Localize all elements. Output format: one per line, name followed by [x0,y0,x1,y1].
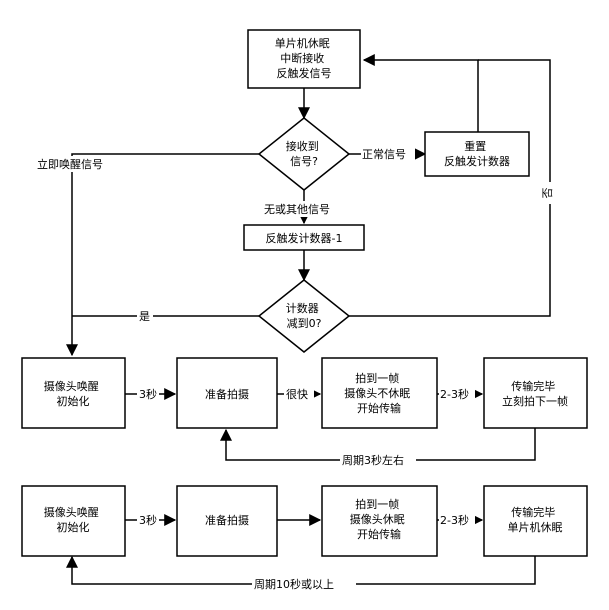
edge-immediate-wake [66,153,259,357]
label-row2-period: 周期10秒或以上 [254,577,334,591]
row2-camera-wake-text: 摄像头唤醒 初始化 [44,505,103,534]
sleep-interrupt-text: 单片机休眠 中断接收 反触发信号 [275,36,334,80]
row1-prepare-box [176,357,278,429]
row2-prepare-box [176,485,278,557]
row1-capture-box [321,357,438,429]
edge-reset-to-sleep [362,54,479,132]
nodes: 单片机休眠 中断接收 反触发信号 接收到 信号? 重置 反触发计数器 反触发计数… [21,29,588,557]
row1-camera-wake-box [21,357,126,429]
row1-prepare-text: 准备拍摄 [205,387,249,401]
row2-transfer-box [483,485,588,557]
label-row1-3s: 3秒 [139,387,157,401]
row2-capture-box [321,485,438,557]
row1-camera-wake-text: 摄像头唤醒 初始化 [44,379,103,408]
reset-counter-box [424,131,530,177]
reset-counter-text: 重置 反触发计数器 [444,139,510,168]
row1-transfer-text: 传输完毕 立刻拍下一帧 [502,379,568,408]
label-row2-2-3s: 2-3秒 [440,513,469,527]
label-normal-signal: 正常信号 [362,148,406,161]
counter-decrement-box [243,224,365,251]
counter-zero-text: 计数器 减到0? [286,302,323,330]
received-decision-diamond [257,117,351,191]
received-decision-text: 接收到 信号? [286,139,323,168]
sleep-interrupt-box [247,29,361,89]
label-row1-2-3s: 2-3秒 [440,387,469,401]
label-immediate-wake: 立即唤醒信号 [37,157,103,171]
row2-capture-text: 拍到一帧 摄像头休眠 开始传输 [350,497,409,541]
label-no: 否 [541,188,554,199]
label-yes: 是 [139,310,150,323]
edge-labels: 立即唤醒信号 正常信号 无或其他信号 是 否 3秒 很快 2-3秒 周期3秒左右… [36,146,558,592]
counter-decrement-text: 反触发计数器-1 [266,231,343,245]
label-none-or-other: 无或其他信号 [264,203,330,216]
label-row1-period: 周期3秒左右 [342,453,404,467]
label-row1-fast: 很快 [286,387,308,401]
row1-capture-text: 拍到一帧 摄像头不休眠 开始传输 [344,371,414,415]
row2-prepare-text: 准备拍摄 [205,513,249,527]
row2-transfer-text: 传输完毕 单片机休眠 [508,505,563,534]
counter-zero-diamond [257,279,351,353]
edge-zero-no-to-sleep [349,59,551,317]
label-row2-3s: 3秒 [139,513,157,527]
row1-transfer-box [483,357,588,429]
row2-camera-wake-box [21,485,126,557]
